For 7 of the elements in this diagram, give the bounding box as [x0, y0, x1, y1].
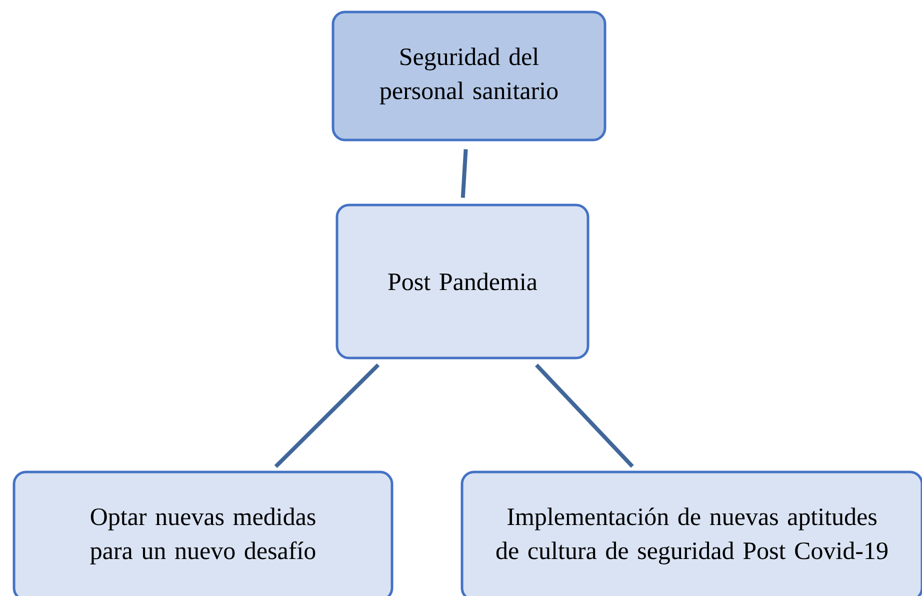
process-box: Seguridad del personal sanitario [332, 10, 606, 142]
process-box: Post Pandemia [336, 204, 590, 360]
connector-line [460, 149, 468, 198]
process-box: Implementación de nuevas aptitudes de cultura de seguridad Post Covid-19 [460, 470, 922, 596]
process-box: Optar nuevas medidas para un nuevo desafío [12, 470, 394, 596]
connector-line [535, 364, 634, 468]
connector-line [274, 363, 380, 468]
